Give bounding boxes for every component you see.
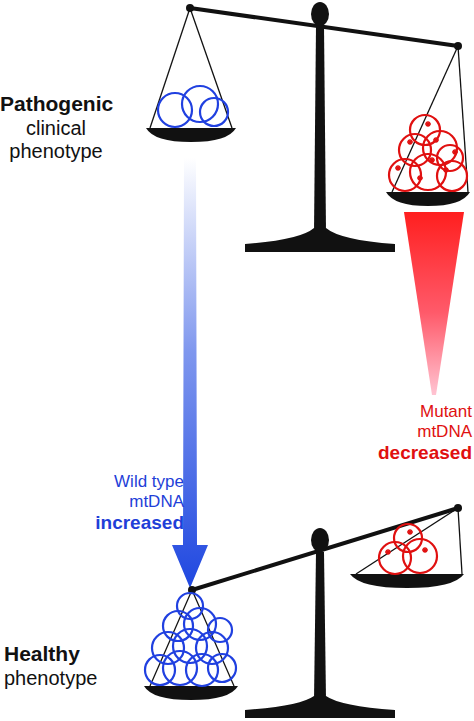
arrow-label: Wild type mtDNA <box>98 472 184 511</box>
arrow-label: Mutant mtDNA <box>372 402 472 441</box>
arrow-label: decreased <box>372 442 472 464</box>
arrow-label: increased <box>82 512 184 534</box>
state-text: phenotype <box>4 667 124 690</box>
state-heading: Pathogenic <box>0 92 112 116</box>
state-heading: Healthy <box>4 642 124 666</box>
state-text: clinical phenotype <box>0 117 112 163</box>
bottom-scale <box>144 504 464 718</box>
red-arrow <box>404 212 464 395</box>
